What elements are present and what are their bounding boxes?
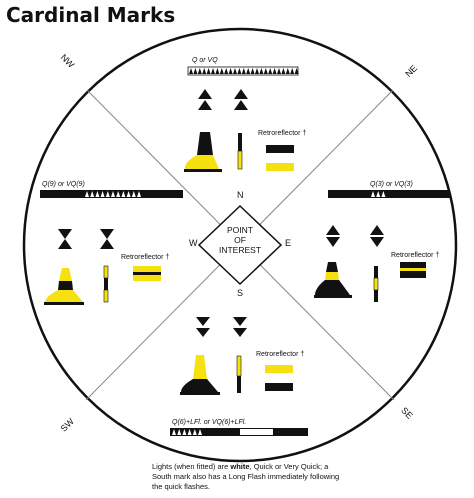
center-line-2: OF: [234, 235, 246, 245]
flash-mark: [263, 68, 268, 74]
note-post: , Quick or Very Quick; a South mark also…: [152, 462, 340, 491]
flash-mark: [126, 191, 131, 197]
flash-mark: [100, 191, 105, 197]
flash-mark: [215, 68, 220, 74]
flash-mark: [131, 191, 136, 197]
flash-mark: [172, 429, 176, 435]
flash-mark: [105, 191, 110, 197]
flash-mark: [189, 68, 193, 74]
north-retroreflector-panels: [266, 145, 294, 171]
west-spar: [103, 265, 109, 303]
point-of-interest-diamond: [197, 204, 283, 286]
flash-mark: [211, 68, 215, 74]
center-line-1: POINT: [227, 225, 253, 235]
west-label: W: [189, 238, 198, 248]
page-title: Cardinal Marks: [6, 3, 176, 27]
flash-mark: [121, 191, 126, 197]
south-topmark: [196, 317, 247, 337]
point-of-interest-label: POINT OF INTEREST: [205, 225, 275, 255]
flash-mark: [90, 191, 95, 197]
flash-mark: [285, 68, 290, 74]
east-spar: [373, 266, 379, 302]
flash-mark: [241, 68, 246, 74]
south-light-bar: [170, 428, 308, 436]
flash-mark: [371, 191, 375, 197]
south-spar: [236, 355, 242, 393]
compass-circle: [22, 27, 458, 463]
flash-mark: [193, 68, 198, 74]
north-label: N: [237, 190, 244, 200]
note-pre: Lights (when fitted) are: [152, 462, 231, 471]
west-retroreflector-label: Retroreflector †: [121, 254, 170, 261]
south-label: S: [237, 288, 244, 298]
south-retroreflector-label: Retroreflector †: [256, 351, 305, 358]
flash-mark: [246, 68, 251, 74]
south-light-label: Q(6)+LFl. or VQ(6)+LFl.: [172, 419, 247, 426]
north-retroreflector-label: Retroreflector †: [258, 130, 307, 137]
east-buoy: [314, 262, 352, 298]
flash-mark: [237, 68, 242, 74]
north-light-label: Q or VQ: [192, 57, 218, 64]
flash-mark: [250, 68, 255, 74]
flash-mark: [294, 68, 299, 74]
flash-mark: [272, 68, 277, 74]
lights-note: Lights (when fitted) are white, Quick or…: [152, 462, 342, 492]
east-light-bar: [328, 190, 450, 198]
flash-mark: [219, 68, 224, 74]
flash-mark: [228, 68, 233, 74]
west-buoy: [44, 268, 84, 305]
flash-mark: [268, 68, 273, 74]
flash-mark: [116, 191, 121, 197]
flash-mark: [85, 191, 89, 197]
flash-mark: [197, 68, 202, 74]
north-spar: [237, 133, 243, 170]
south-retroreflector-panels: [265, 365, 293, 391]
flash-mark: [192, 429, 197, 435]
flash-mark: [381, 191, 386, 197]
east-retroreflector-label: Retroreflector †: [391, 252, 440, 259]
flash-mark: [111, 191, 115, 197]
north-buoy: [184, 132, 222, 172]
east-light-label: Q(3) or VQ(3): [370, 181, 413, 188]
long-flash-mark: [240, 429, 273, 435]
west-light-bar: [40, 190, 183, 198]
flash-mark: [290, 68, 295, 74]
flash-mark: [202, 68, 207, 74]
flash-mark: [137, 191, 141, 197]
west-topmark: [58, 229, 114, 249]
east-topmark: [326, 225, 384, 247]
west-retroreflector-panels: [133, 266, 161, 281]
flash-mark: [224, 68, 229, 74]
flash-mark: [255, 68, 259, 74]
flash-mark: [182, 429, 187, 435]
north-topmark: [198, 89, 248, 110]
west-light-label: Q(9) or VQ(9): [42, 181, 85, 188]
flash-mark: [187, 429, 192, 435]
flash-mark: [281, 68, 286, 74]
center-line-3: INTEREST: [218, 245, 262, 255]
east-label: E: [285, 238, 292, 248]
note-white: white: [230, 462, 250, 471]
flash-mark: [177, 429, 182, 435]
flash-mark: [95, 191, 100, 197]
south-buoy: [180, 355, 220, 395]
east-retroreflector-panels: [400, 262, 426, 278]
north-light-bar: [187, 66, 299, 76]
flash-mark: [206, 68, 211, 74]
flash-mark: [277, 68, 281, 74]
flash-mark: [376, 191, 381, 197]
flash-mark: [233, 68, 237, 74]
flash-mark: [198, 429, 202, 435]
flash-mark: [259, 68, 264, 74]
